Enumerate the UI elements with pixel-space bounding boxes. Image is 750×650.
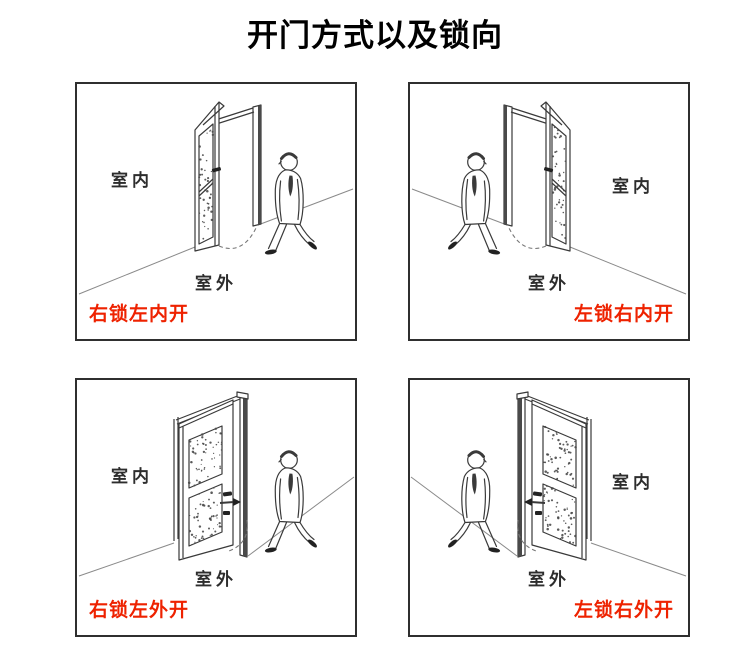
indoor-label: 室内	[111, 171, 153, 190]
outdoor-label: 室外	[195, 274, 237, 293]
lock-direction-caption: 左锁右内开	[573, 304, 674, 325]
outdoor-label: 室外	[195, 570, 237, 589]
door-scene-inward-left-illustration	[77, 84, 355, 339]
outdoor-label: 室外	[528, 274, 570, 293]
page-title: 开门方式以及锁向	[247, 18, 503, 53]
door-scene-inward-right-illustration	[410, 84, 688, 339]
door-scene-outward-right-illustration	[410, 380, 688, 635]
indoor-label: 室内	[612, 177, 654, 196]
door-scene-outward-left-illustration	[77, 380, 355, 635]
panel-bottom-left: 室内 室外 右锁左外开	[75, 378, 357, 637]
panel-bottom-right: 室内 室外 左锁右外开	[408, 378, 690, 637]
indoor-label: 室内	[612, 473, 654, 492]
indoor-label: 室内	[111, 467, 153, 486]
panel-top-left: 室内 室外 右锁左内开	[75, 82, 357, 341]
lock-direction-caption: 左锁右外开	[573, 600, 674, 621]
panel-top-right: 室内 室外 左锁右内开	[408, 82, 690, 341]
outdoor-label: 室外	[528, 570, 570, 589]
lock-direction-caption: 右锁左内开	[89, 304, 190, 325]
lock-direction-caption: 右锁左外开	[89, 600, 190, 621]
